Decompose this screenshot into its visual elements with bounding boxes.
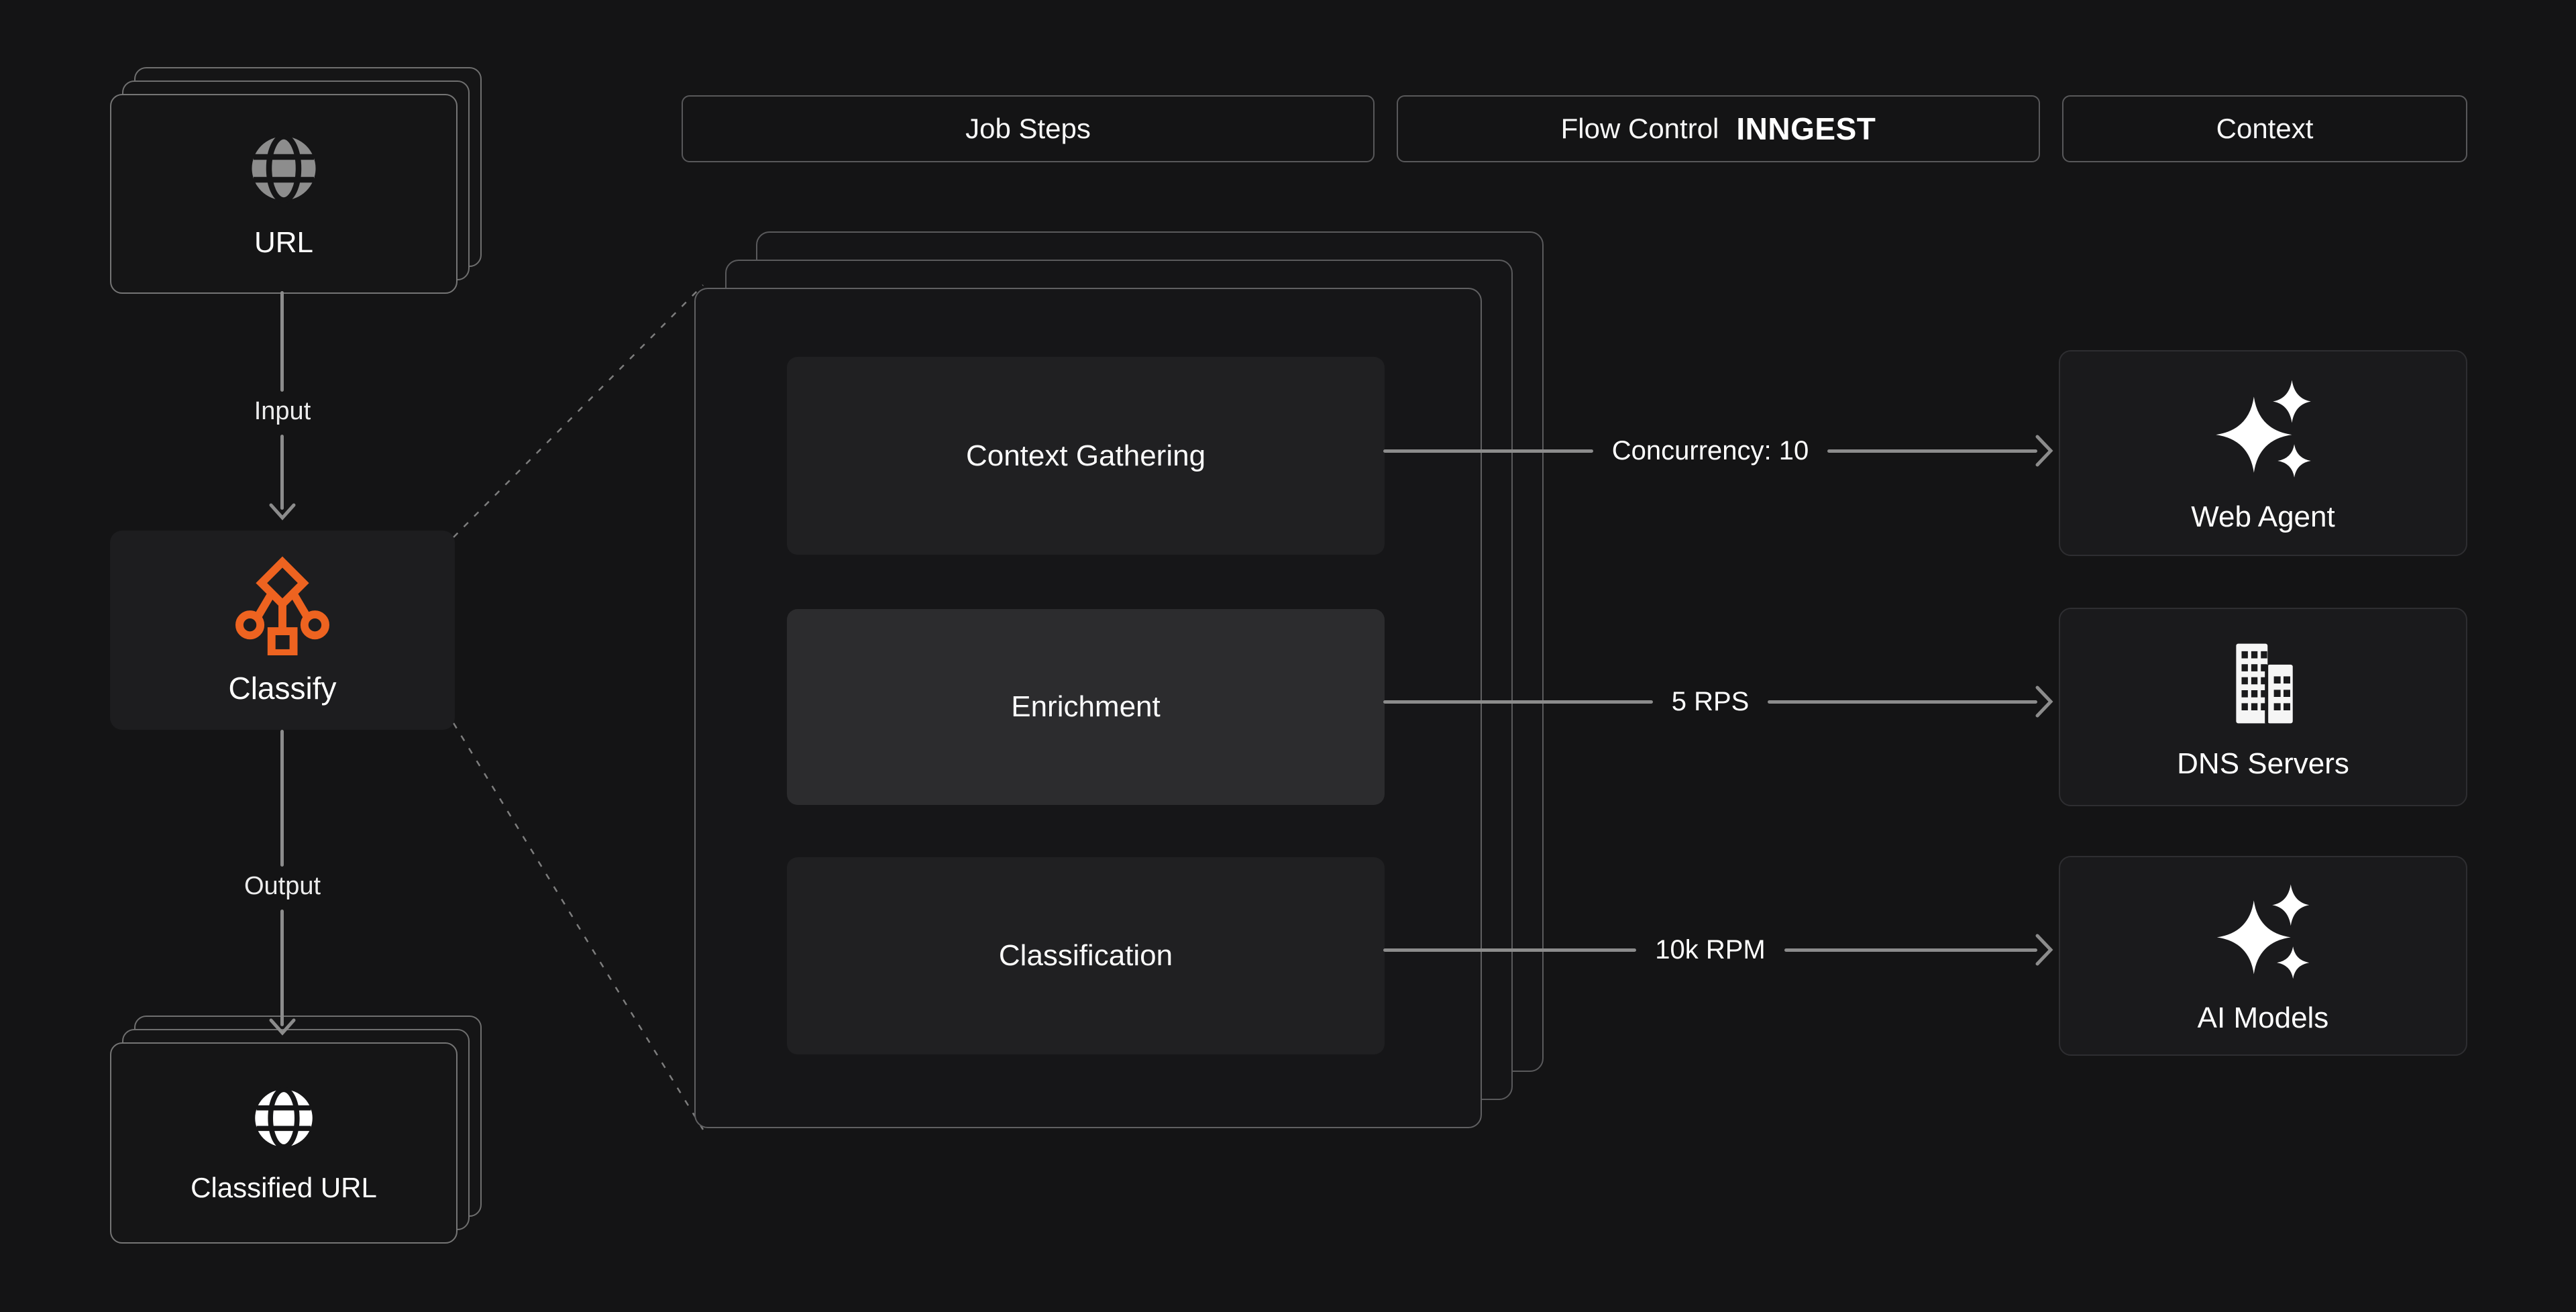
- header-flow-control-label: Flow Control: [1560, 113, 1719, 144]
- dns-servers-card: DNS Servers: [2059, 608, 2467, 806]
- flow-arrow-rpm: 10k RPM: [1383, 930, 2054, 970]
- classified-url-card-label: Classified URL: [191, 1172, 377, 1203]
- web-agent-card: Web Agent: [2059, 350, 2467, 556]
- header-flow-control: Flow Control INNGEST: [1397, 95, 2040, 162]
- classify-node: Classify: [110, 531, 455, 730]
- workflow-icon: [235, 556, 329, 655]
- input-arrow-line: [280, 291, 284, 392]
- step-label: Classification: [998, 939, 1173, 972]
- sparkles-icon: [2215, 380, 2311, 478]
- dashed-connector-top: [453, 284, 704, 538]
- arrow-right-head: [2035, 934, 2053, 966]
- header-job-steps: Job Steps: [682, 95, 1375, 162]
- flow-arrow-concurrency: Concurrency: 10: [1383, 431, 2054, 471]
- dns-servers-label: DNS Servers: [2177, 747, 2349, 780]
- arrow-right-head: [2035, 435, 2053, 467]
- arrow-line: [1383, 948, 1637, 952]
- inngest-logo-wordmark: INNGEST: [1736, 111, 1876, 146]
- output-arrow-label: Output: [244, 872, 321, 900]
- input-arrow-line: [280, 435, 284, 510]
- header-job-steps-label: Job Steps: [965, 113, 1091, 144]
- step-enrichment: Enrichment: [787, 609, 1385, 805]
- arrow-line: [1768, 700, 2038, 704]
- sparkles-icon: [2216, 883, 2310, 979]
- arrow-line: [1784, 948, 2037, 952]
- classify-node-label: Classify: [228, 670, 337, 706]
- arrow-down-head: [269, 503, 296, 521]
- flow-arrow-label: 5 RPS: [1671, 686, 1750, 716]
- header-context-label: Context: [2216, 113, 2314, 144]
- header-context: Context: [2062, 95, 2467, 162]
- step-label: Context Gathering: [965, 439, 1206, 472]
- arrow-down-head: [269, 1018, 296, 1036]
- arrow-line: [1383, 700, 1653, 704]
- classified-url-card: Classified URL: [110, 1042, 458, 1244]
- arrow-line: [1827, 449, 2038, 453]
- url-card: URL: [110, 94, 458, 294]
- input-arrow-label: Input: [254, 397, 311, 425]
- flow-arrow-label: 10k RPM: [1655, 934, 1766, 965]
- globe-icon: [255, 1087, 313, 1150]
- flow-arrow-label: Concurrency: 10: [1611, 435, 1809, 466]
- output-arrow-line: [280, 910, 284, 1026]
- arrow-right-head: [2035, 686, 2053, 718]
- dashed-connector-bottom: [452, 722, 704, 1130]
- step-label: Enrichment: [1011, 690, 1161, 723]
- step-context-gathering: Context Gathering: [787, 357, 1385, 555]
- building-icon: [2235, 643, 2293, 724]
- ai-models-card: AI Models: [2059, 856, 2467, 1056]
- step-classification: Classification: [787, 857, 1385, 1054]
- globe-icon: [252, 133, 316, 203]
- job-steps-panel: Context Gathering Enrichment Classificat…: [694, 288, 1482, 1128]
- ai-models-label: AI Models: [2197, 1001, 2329, 1034]
- web-agent-label: Web Agent: [2191, 500, 2335, 533]
- flow-arrow-rps: 5 RPS: [1383, 681, 2054, 722]
- arrow-line: [1383, 449, 1593, 453]
- output-arrow-line: [280, 730, 284, 867]
- url-card-label: URL: [254, 226, 314, 259]
